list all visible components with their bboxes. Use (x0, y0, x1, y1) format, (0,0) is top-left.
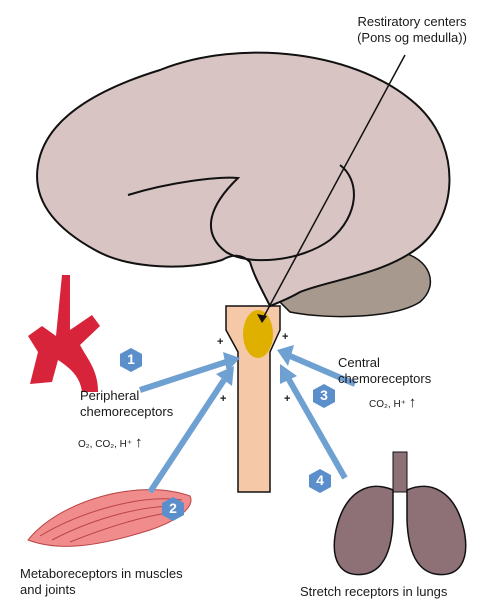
badge-4: 4 (309, 469, 331, 493)
plus-sign: + (282, 331, 288, 343)
badge-4-number: 4 (309, 472, 331, 488)
artery (28, 275, 100, 392)
receptor-2-line2: and joints (20, 582, 183, 598)
receptor-2-label: Metaboreceptors in muscles and joints (20, 566, 183, 598)
receptor-4-label: Stretch receptors in lungs (300, 584, 447, 600)
badge-1-number: 1 (120, 351, 142, 367)
plus-sign: + (284, 393, 290, 405)
arrow-1 (140, 362, 226, 390)
respiratory-center (243, 310, 273, 358)
increase-arrow-icon: ↑ (409, 394, 417, 411)
plus-sign: + (217, 336, 223, 348)
badge-1: 1 (120, 348, 142, 372)
badge-2: 2 (162, 497, 184, 521)
receptor-1-line1: Peripheral (80, 388, 173, 404)
receptor-1-label: Peripheral chemoreceptors (80, 388, 173, 420)
receptor-3-label: Central chemoreceptors (338, 355, 431, 387)
receptor-3-line1: Central (338, 355, 431, 371)
receptor-4-line1: Stretch receptors in lungs (300, 584, 447, 600)
receptor-3-stimuli: CO₂, H⁺ (369, 399, 406, 410)
receptor-3-line2: chemoreceptors (338, 371, 431, 387)
lungs (334, 452, 465, 575)
receptor-2-line1: Metaboreceptors in muscles (20, 566, 183, 582)
respiratory-centers-line2: (Pons og medulla)) (342, 30, 482, 46)
badge-3-number: 3 (313, 387, 335, 403)
badge-3: 3 (313, 384, 335, 408)
receptor-1-stimuli: O₂, CO₂, H⁺ (78, 439, 132, 450)
receptor-1-line2: chemoreceptors (80, 404, 173, 420)
badge-2-number: 2 (162, 500, 184, 516)
receptor-3-stimuli-row: CO₂, H⁺ ↑ (369, 397, 416, 411)
respiratory-centers-label: Restiratory centers (Pons og medulla)) (342, 14, 482, 46)
respiratory-centers-line1: Restiratory centers (342, 14, 482, 30)
receptor-1-stimuli-row: O₂, CO₂, H⁺ ↑ (78, 437, 142, 451)
plus-sign: + (220, 393, 226, 405)
increase-arrow-icon: ↑ (135, 434, 143, 451)
